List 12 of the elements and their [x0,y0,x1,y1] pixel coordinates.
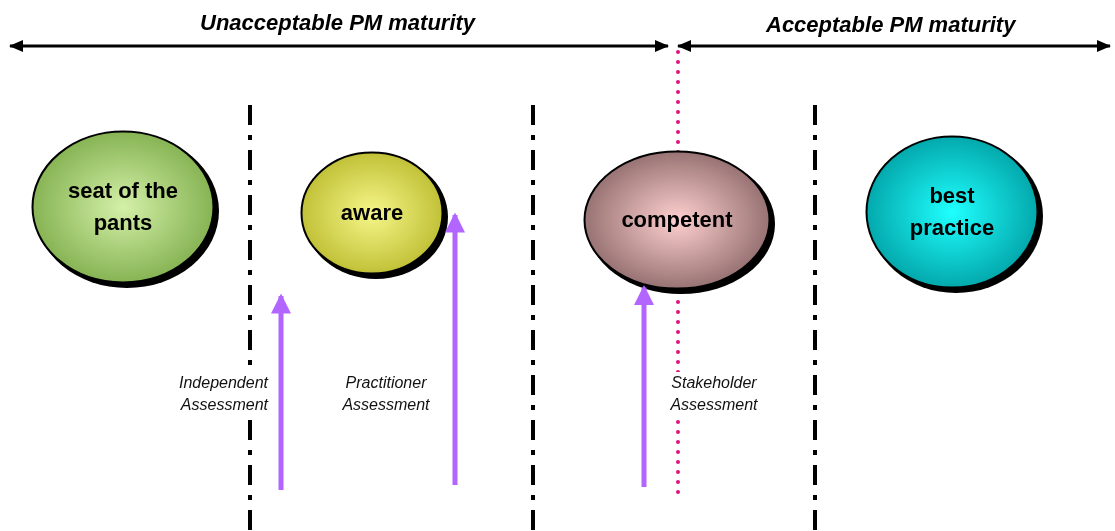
range-label: Unacceptable PM maturity [200,10,476,36]
stage-label: seat of the pants [67,177,179,237]
maturity-ellipse [865,135,1039,289]
assessment-arrow [634,285,654,487]
stage-label: best practice [908,182,996,242]
assessment-arrow [445,212,465,485]
stage-label: aware [339,199,405,227]
stage-label: competent [620,206,734,234]
maturity-ellipse [300,151,444,275]
range-label: Acceptable PM maturity [766,12,1016,38]
maturity-ellipse [583,150,771,290]
maturity-ellipse [31,130,215,284]
